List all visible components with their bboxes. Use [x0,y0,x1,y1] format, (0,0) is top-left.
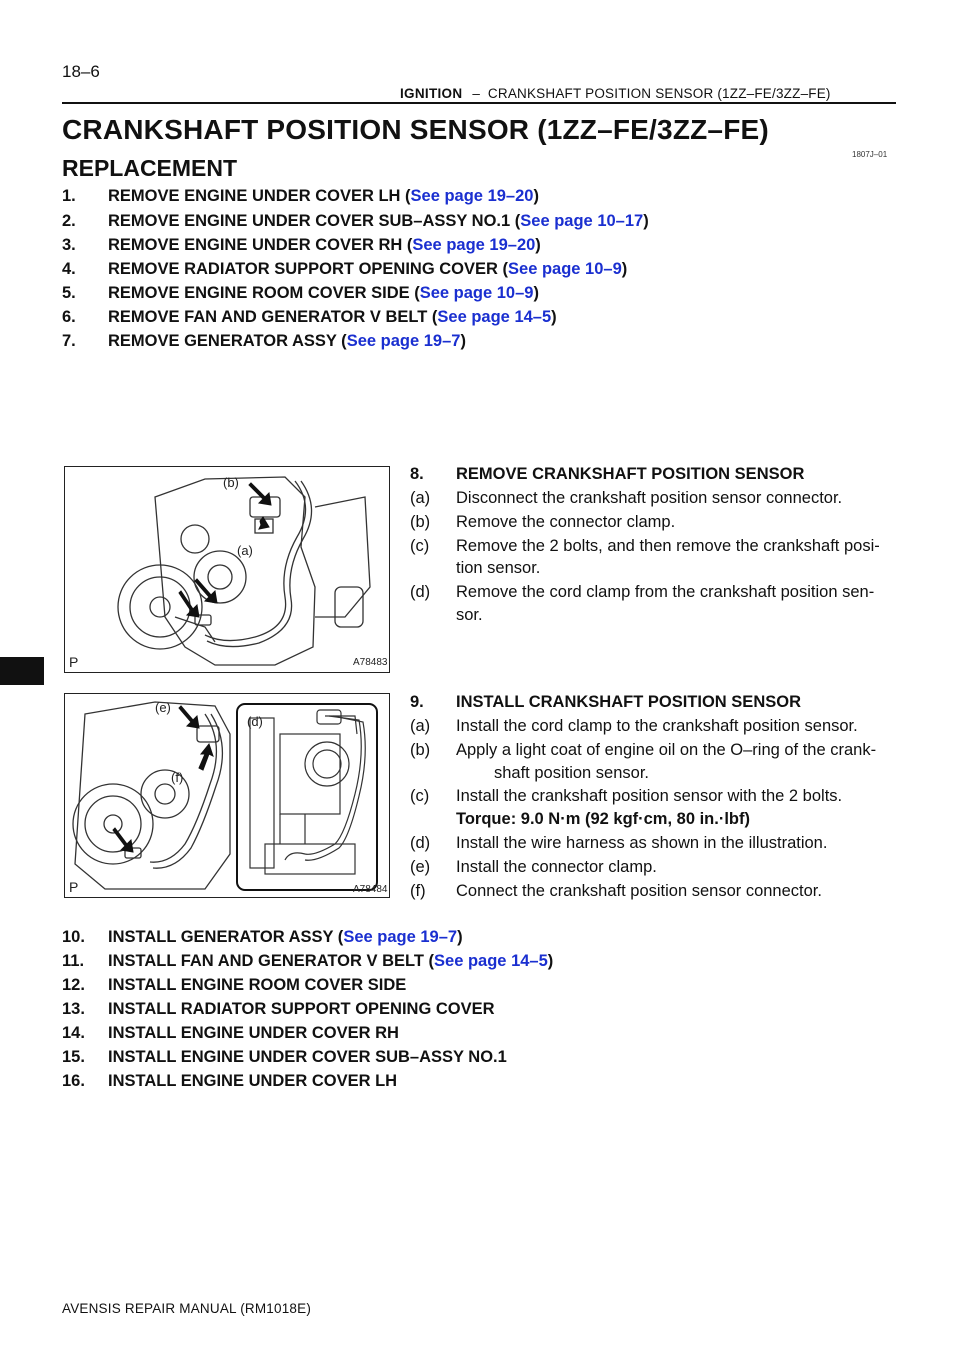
page-footer: AVENSIS REPAIR MANUAL (RM1018E) [62,1301,312,1316]
step-8-title: 8.REMOVE CRANKSHAFT POSITION SENSOR [410,465,805,483]
step-16: 16.INSTALL ENGINE UNDER COVER LH [62,1072,398,1090]
step-15: 15.INSTALL ENGINE UNDER COVER SUB–ASSY N… [62,1048,507,1066]
figure1-corner-mark: P [69,654,78,670]
step-3: 3.REMOVE ENGINE UNDER COVER RH (See page… [62,236,541,254]
running-header: IGNITION–CRANKSHAFT POSITION SENSOR (1ZZ… [400,86,831,101]
step-8-sub-b: (b)Remove the connector clamp. [410,513,676,531]
step-9-sub-b-cont: shaft position sensor. [494,764,650,782]
step-8-sub-c: (c)Remove the 2 bolts, and then remove t… [410,537,880,555]
step-9-sub-b: (b)Apply a light coat of engine oil on t… [410,741,877,759]
see-page-link[interactable]: See page 19–7 [346,332,461,350]
step-6: 6.REMOVE FAN AND GENERATOR V BELT (See p… [62,308,557,326]
figure2-corner-mark: P [69,879,78,895]
step-5: 5.REMOVE ENGINE ROOM COVER SIDE (See pag… [62,284,539,302]
engine-illustration-1: (b) (a) P A78483 [69,475,388,670]
header-rule [62,102,896,104]
step-8-sub-c-cont: tion sensor. [456,559,541,577]
figure-install-sensor: (e) (d) (f) P A78484 [64,693,390,898]
page-title: CRANKSHAFT POSITION SENSOR (1ZZ–FE/3ZZ–F… [62,114,769,145]
figure2-label-d: (d) [247,714,263,729]
step-9-sub-a: (a)Install the cord clamp to the cranksh… [410,717,858,735]
step-11: 11.INSTALL FAN AND GENERATOR V BELT (See… [62,952,554,970]
step-8-sub-d: (d)Remove the cord clamp from the cranks… [410,583,875,601]
step-10: 10.INSTALL GENERATOR ASSY (See page 19–7… [62,928,463,946]
step-9-sub-c: (c)Install the crankshaft position senso… [410,787,843,805]
page-number: 18–6 [62,62,100,81]
figure1-code: A78483 [353,657,388,668]
step-9-sub-e: (e)Install the connector clamp. [410,858,657,876]
section-heading: REPLACEMENT [62,155,238,181]
section-tab-marker [0,657,44,685]
see-page-link[interactable]: See page 10–17 [520,212,644,230]
step-1: 1.REMOVE ENGINE UNDER COVER LH (See page… [62,187,539,205]
step-9-title: 9.INSTALL CRANKSHAFT POSITION SENSOR [410,693,801,711]
document-id: 1807J–01 [852,150,888,159]
header-section: IGNITION [400,86,463,101]
step-13: 13.INSTALL RADIATOR SUPPORT OPENING COVE… [62,1000,495,1018]
header-separator: – [472,86,480,101]
figure-remove-sensor: (b) (a) P A78483 [64,466,390,673]
figure1-label-a: (a) [237,543,253,558]
step-9-sub-f: (f)Connect the crankshaft position senso… [410,882,822,900]
see-page-link[interactable]: See page 10–9 [508,260,622,278]
engine-illustration-2: (e) (d) (f) P A78484 [69,700,388,895]
step-2: 2.REMOVE ENGINE UNDER COVER SUB–ASSY NO.… [62,212,649,230]
see-page-link[interactable]: See page 19–7 [343,928,458,946]
step-8-sub-d-cont: sor. [456,606,483,624]
see-page-link[interactable]: See page 19–20 [412,236,536,254]
figure2-label-e: (e) [155,700,171,715]
figure1-label-b: (b) [223,475,239,490]
step-9-sub-d: (d)Install the wire harness as shown in … [410,834,828,852]
header-subsection: CRANKSHAFT POSITION SENSOR (1ZZ–FE/3ZZ–F… [487,86,831,101]
see-page-link[interactable]: See page 10–9 [419,284,534,302]
step-7: 7.REMOVE GENERATOR ASSY (See page 19–7) [62,332,466,350]
step-8-sub-a: (a)Disconnect the crankshaft position se… [410,489,843,507]
step-14: 14.INSTALL ENGINE UNDER COVER RH [62,1024,399,1042]
torque-spec: Torque: 9.0 N·m (92 kgf·cm, 80 in.·lbf) [456,810,750,828]
step-12: 12.INSTALL ENGINE ROOM COVER SIDE [62,976,407,994]
figure2-label-f: (f) [171,770,183,785]
see-page-link[interactable]: See page 14–5 [434,952,548,970]
see-page-link[interactable]: See page 14–5 [437,308,552,326]
step-4: 4.REMOVE RADIATOR SUPPORT OPENING COVER … [62,260,628,278]
see-page-link[interactable]: See page 19–20 [410,187,534,205]
figure2-code: A78484 [353,884,388,895]
